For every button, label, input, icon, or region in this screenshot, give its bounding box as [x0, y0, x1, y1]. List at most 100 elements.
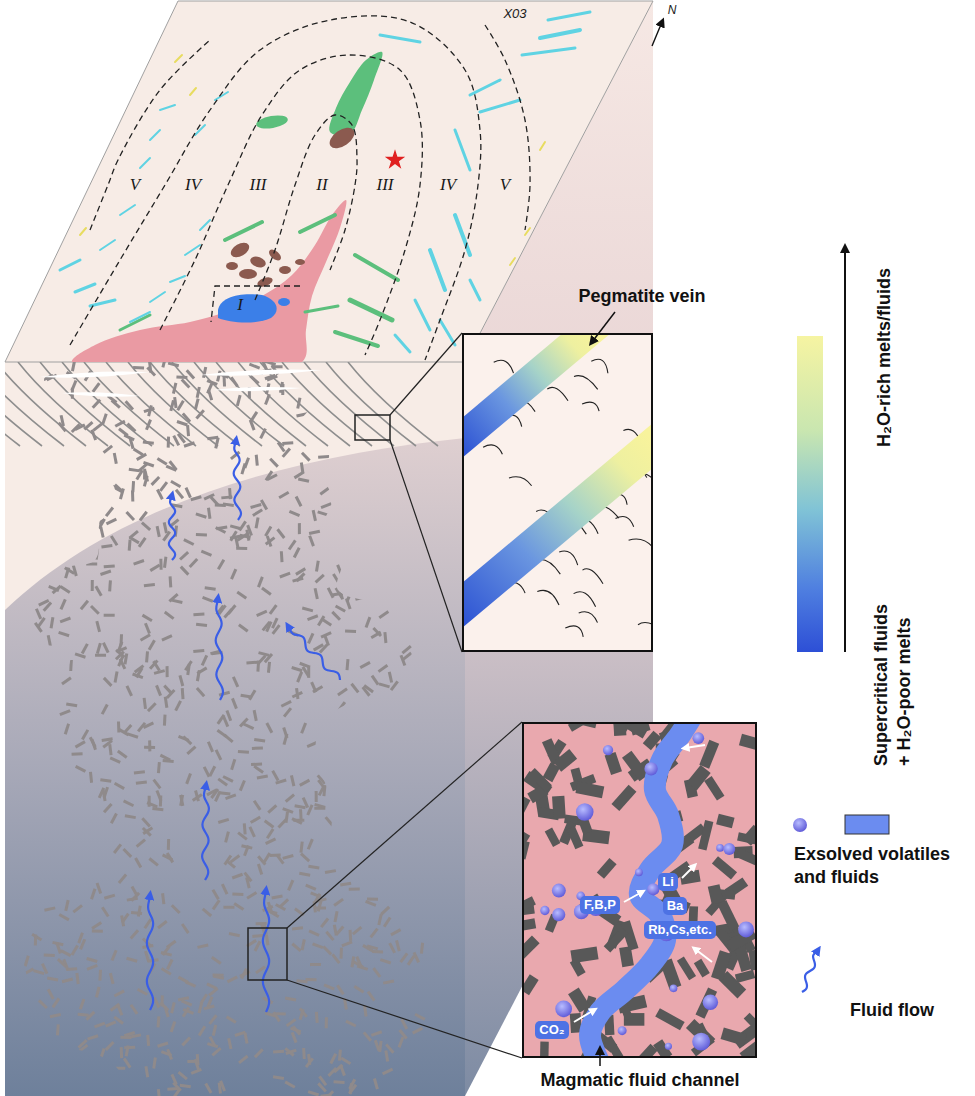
crystal-dash — [157, 1089, 161, 1096]
crystal-dash — [267, 662, 271, 673]
crystal-dash — [111, 950, 118, 961]
crystal-block — [522, 918, 536, 932]
crystal-dash — [236, 395, 242, 406]
crystal-dash — [383, 632, 387, 643]
crystal-block — [739, 734, 757, 750]
crystal-dash — [120, 1036, 131, 1039]
crystal-dash — [92, 399, 102, 409]
crystal-dash — [346, 659, 350, 670]
map-green-dike — [355, 255, 398, 280]
foliation-mark — [583, 569, 604, 584]
element-label: F,B,P — [580, 896, 620, 914]
crystal-dash — [228, 488, 232, 499]
foliation-mark — [638, 623, 653, 631]
crystal-dash — [56, 1024, 60, 1035]
foliation-mark — [574, 376, 598, 390]
crystal-dash — [288, 540, 297, 551]
crystal-dash — [211, 956, 222, 965]
crystal-block — [597, 858, 617, 879]
crystal-dashes — [23, 356, 425, 1096]
crystal-dash — [168, 362, 179, 367]
crystal-dash — [137, 722, 146, 732]
crystal-dash — [205, 586, 216, 591]
foliation-mark — [579, 612, 598, 623]
crystal-block — [552, 796, 566, 819]
crystal-dash — [110, 1003, 121, 1012]
crystal-dash — [320, 918, 329, 928]
zoom-line — [287, 980, 522, 1058]
zoom-frame — [355, 415, 390, 440]
map-yellow-dike — [510, 258, 515, 265]
crystal-dash — [322, 945, 332, 955]
crystal-dash — [125, 814, 136, 819]
crystal-dash — [131, 491, 134, 502]
crystal-dash — [181, 1036, 191, 1046]
crystal-block — [736, 848, 757, 866]
crystal-dash — [215, 749, 223, 760]
crystal-dash — [101, 544, 112, 548]
crystal-dash — [385, 1043, 394, 1053]
crystal-dash — [156, 489, 164, 500]
crystal-dash — [62, 978, 73, 984]
crystal-dash — [363, 1031, 372, 1041]
crystal-dash — [222, 775, 233, 783]
crystal-dash — [243, 845, 250, 856]
crystal-dash — [307, 839, 314, 850]
crystal-dash — [292, 1025, 301, 1035]
crystal-dash — [267, 375, 278, 382]
crystal-dash — [152, 807, 163, 811]
crystal-dash — [105, 1041, 115, 1051]
crystal-dash — [327, 587, 335, 598]
crystal-dash — [341, 940, 352, 947]
crystal-dash — [315, 574, 325, 584]
crystal-dash — [114, 990, 125, 998]
map-yellow-dike — [500, 292, 505, 300]
crystal-dash — [269, 458, 279, 468]
crystal-block — [704, 776, 724, 801]
volatile-bubble — [644, 762, 657, 775]
crystal-dash — [163, 522, 168, 533]
crystal-dash — [125, 1045, 130, 1056]
crystal-dash — [275, 779, 286, 785]
crystal-dash — [124, 400, 134, 410]
crystal-dash — [123, 800, 134, 808]
crystal-dash — [108, 580, 112, 591]
crystal-dash — [117, 750, 128, 759]
element-label: Li — [658, 873, 678, 891]
crystal-dash — [307, 633, 314, 644]
north-arrow-line — [652, 22, 662, 46]
crystal-dash — [95, 621, 101, 632]
crystal-dash — [176, 420, 187, 426]
crystal-dash — [374, 1040, 381, 1051]
crystal-dash — [124, 653, 129, 664]
crystal-dash — [83, 421, 93, 431]
crystal-dash — [108, 744, 112, 755]
crystal-dash — [246, 891, 257, 899]
crystal-dash — [161, 893, 165, 904]
crystal-dash — [204, 1083, 212, 1094]
crystal-block — [711, 950, 731, 981]
crystal-dash — [186, 664, 190, 675]
zone-label: IV — [185, 175, 201, 195]
crystal-dash — [238, 521, 247, 532]
crystal-dash — [64, 723, 70, 734]
crystal-dash — [66, 702, 77, 707]
map-green-body — [329, 52, 382, 136]
crystal-dash — [137, 905, 142, 916]
crystal-dash — [118, 874, 127, 884]
volatile-bubble — [635, 868, 643, 876]
zone-label: V — [500, 175, 510, 195]
crystal-dash — [360, 661, 371, 669]
crystal-dash — [229, 932, 240, 937]
crystal-dash — [267, 804, 277, 814]
crystal-block — [604, 927, 628, 952]
map-cyan-dike — [522, 48, 575, 55]
crystal-dash — [203, 1005, 214, 1011]
crystal-dash — [307, 741, 318, 748]
crystal-dash — [129, 468, 140, 473]
scale-bar — [797, 336, 823, 652]
crystal-dash — [317, 774, 327, 784]
zone-boundary — [70, 16, 481, 360]
crystal-dash — [308, 1090, 319, 1096]
crystal-dash — [57, 958, 67, 968]
